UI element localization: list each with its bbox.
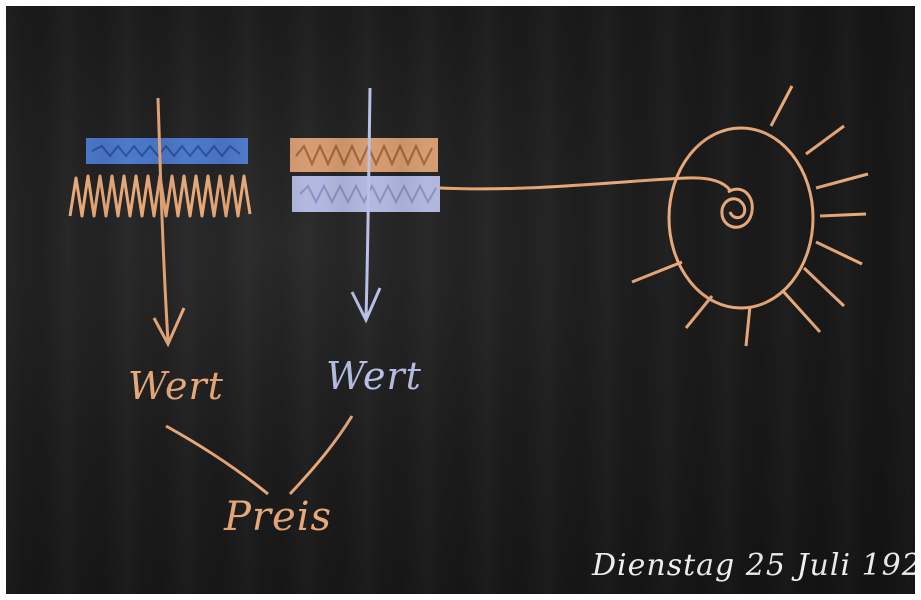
preis-label: Preis [224,494,332,540]
blackboard: Wert Wert Preis Dienstag 25 Juli 1922 [6,6,915,594]
sun-line [440,178,730,190]
middle-orange-bar [290,138,438,172]
left-arrow [154,98,184,344]
converge-line-right [290,416,352,494]
sun [632,86,868,346]
converge-line-left [166,426,268,494]
chalk-drawing [6,6,915,594]
middle-lilac-bar [292,176,440,212]
date-label: Dienstag 25 Juli 1922 [592,548,915,583]
wert-label-middle: Wert [326,354,422,398]
wert-label-left: Wert [128,364,224,408]
left-blue-bar [86,138,248,164]
